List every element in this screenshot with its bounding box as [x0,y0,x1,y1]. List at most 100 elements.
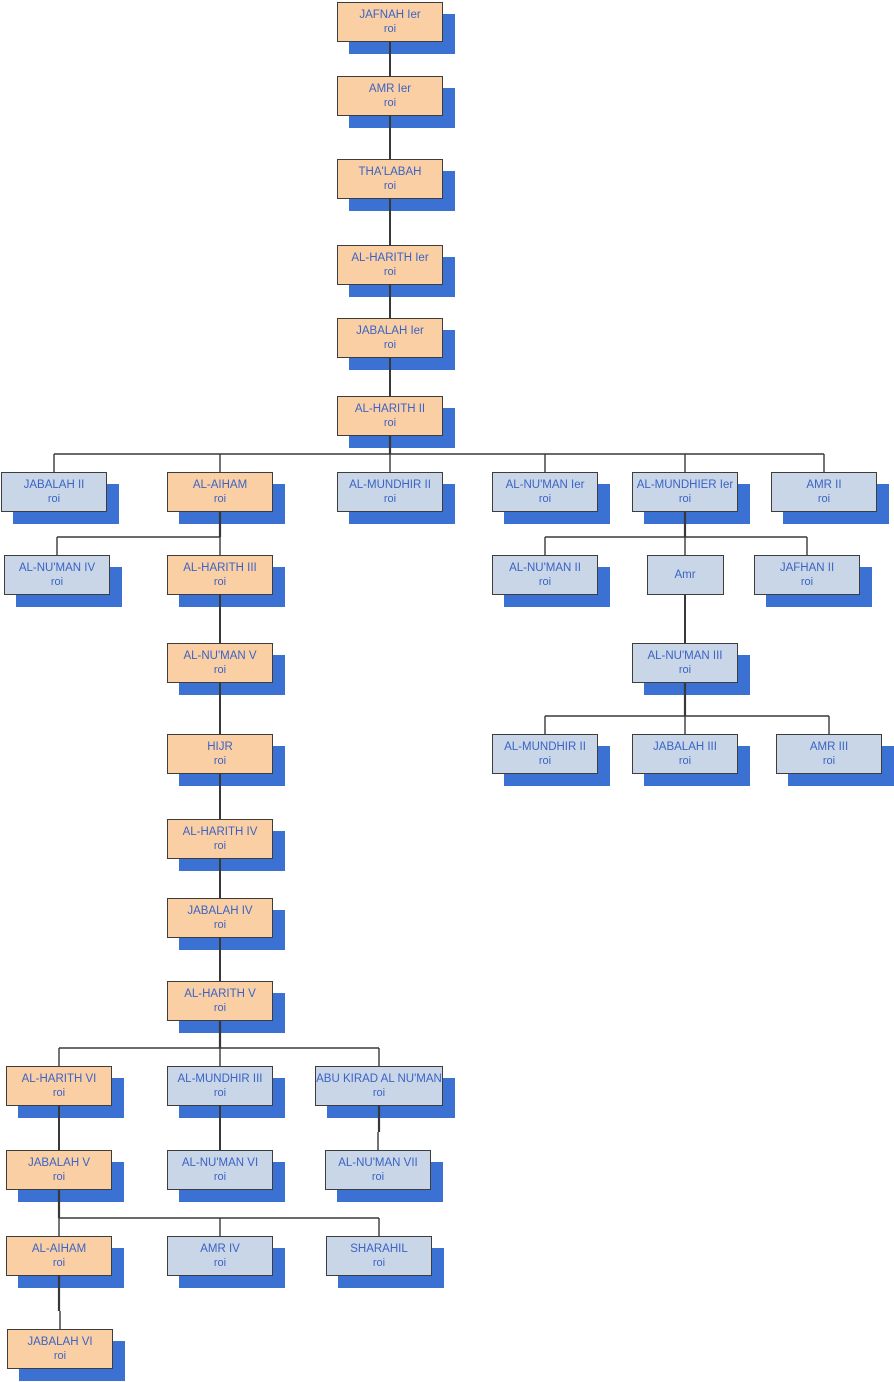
person-node-al-aiham-1[interactable]: AL-AIHAM roi [167,472,273,512]
person-node-sharahil[interactable]: SHARAHIL roi [326,1236,432,1276]
person-title: roi [47,493,61,505]
connector-abu-kirad [377,1106,381,1150]
person-title: roi [213,664,227,676]
person-name: JABALAH III [653,741,717,753]
person-name: JAFNAH Ier [359,9,421,21]
person-title: roi [817,493,831,505]
person-node-al-harith-5[interactable]: AL-HARITH V roi [167,981,273,1021]
person-title: roi [678,755,692,767]
person-title: roi [53,1350,67,1362]
person-node-al-mundhir-3[interactable]: AL-MUNDHIR III roi [167,1066,273,1106]
person-title: roi [678,493,692,505]
person-node-al-mundhir-2b[interactable]: AL-MUNDHIR II roi [492,734,598,774]
person-name: AL-NU'MAN II [509,562,581,574]
person-name: AL-MUNDHIER Ier [636,479,734,491]
person-title: roi [372,1257,386,1269]
person-name: AL-NU'MAN V [183,650,257,662]
person-name: JABALAH Ier [356,325,424,337]
person-node-al-numan-5[interactable]: AL-NU'MAN V roi [167,643,273,683]
person-name: HIJR [207,741,233,753]
person-node-jabalah-3[interactable]: JABALAH III roi [632,734,738,774]
person-title: roi [538,755,552,767]
person-node-jabalah-6[interactable]: JABALAH VI roi [7,1329,113,1369]
person-title: roi [213,1257,227,1269]
person-name: AL-HARITH II [354,403,426,415]
person-node-jafnah-1[interactable]: JAFNAH Ier roi [337,2,443,42]
person-name: JABALAH IV [187,905,253,917]
person-title: roi [383,493,397,505]
person-node-amr-2[interactable]: AMR II roi [771,472,877,512]
person-node-al-mundhier-1[interactable]: AL-MUNDHIER Ier roi [632,472,738,512]
person-node-jafhan-2[interactable]: JAFHAN II roi [754,555,860,595]
person-node-al-harith-1[interactable]: AL-HARITH Ier roi [337,245,443,285]
connector-al-aiham-1 [56,512,222,555]
person-node-al-harith-3[interactable]: AL-HARITH III roi [167,555,273,595]
person-title: roi [213,1087,227,1099]
person-node-jabalah-5[interactable]: JABALAH V roi [6,1150,112,1190]
person-name: AL-NU'MAN VII [338,1157,418,1169]
person-name: AL-AIHAM [192,479,248,491]
person-name: AL-MUNDHIR II [504,741,586,753]
person-node-amr-3[interactable]: AMR III roi [776,734,882,774]
person-name: Amr [674,569,696,581]
person-node-jabalah-4[interactable]: JABALAH IV roi [167,898,273,938]
person-node-thalabah[interactable]: THA'LABAH roi [337,159,443,199]
person-name: AMR III [809,741,849,753]
person-name: AL-HARITH III [183,562,257,574]
person-title: roi [383,180,397,192]
person-title: roi [52,1257,66,1269]
person-name: AL-HARITH Ier [351,252,429,264]
person-title: roi [50,576,64,588]
connector-al-aiham-2 [57,1276,61,1329]
person-title: roi [538,493,552,505]
person-title: roi [52,1171,66,1183]
person-title: roi [383,417,397,429]
person-node-al-numan-1[interactable]: AL-NU'MAN Ier roi [492,472,598,512]
person-node-al-numan-2[interactable]: AL-NU'MAN II roi [492,555,598,595]
person-name: AL-NU'MAN III [647,650,723,662]
person-title: roi [383,266,397,278]
person-name: AMR Ier [368,83,412,95]
person-name: THA'LABAH [358,166,422,178]
person-title: roi [213,919,227,931]
person-name: JAFHAN II [779,562,835,574]
person-title: roi [800,576,814,588]
person-name: AL-NU'MAN Ier [505,479,585,491]
person-node-al-aiham-2[interactable]: AL-AIHAM roi [6,1236,112,1276]
person-title: roi [52,1087,66,1099]
person-title: roi [383,23,397,35]
person-name: SHARAHIL [350,1243,408,1255]
person-title: roi [822,755,836,767]
person-title: roi [538,576,552,588]
person-name: AL-HARITH V [184,988,256,1000]
person-title: roi [213,576,227,588]
person-name: JABALAH VI [27,1336,93,1348]
person-name: AMR II [806,479,842,491]
person-name: ABU KIRAD AL NU'MAN [316,1073,442,1085]
person-title: roi [213,1002,227,1014]
person-name: AL-MUNDHIR III [177,1073,263,1085]
person-node-amr[interactable]: Amr [646,555,724,595]
connector-al-harith-5 [58,1021,380,1066]
person-node-al-harith-2[interactable]: AL-HARITH II roi [337,396,443,436]
person-name: AL-AIHAM [31,1243,87,1255]
person-name: JABALAH V [28,1157,90,1169]
connector-al-mundhier-1 [544,512,808,555]
connector-al-harith-2 [53,436,825,472]
person-title: roi [213,493,227,505]
